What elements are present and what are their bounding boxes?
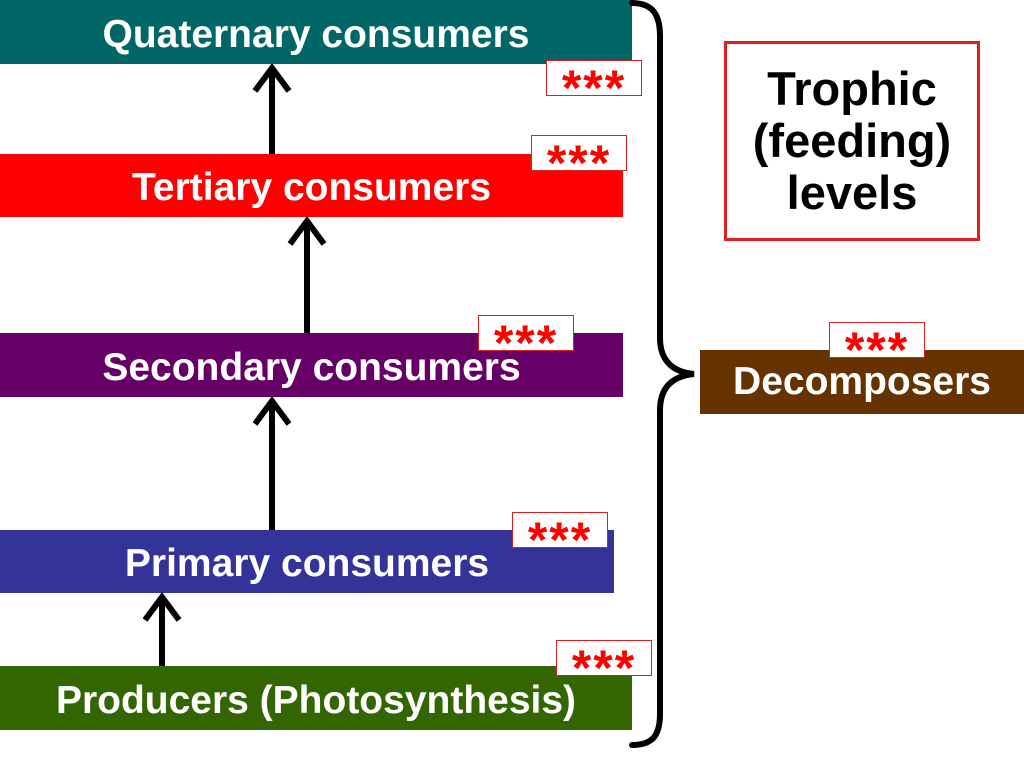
marker-tertiary: *** xyxy=(531,135,627,171)
level-bar-producers: Producers (Photosynthesis) xyxy=(0,666,632,730)
title-line-3: levels xyxy=(786,166,918,219)
arrow-head-producers-to-primary xyxy=(142,591,182,622)
level-bar-quaternary-consumers: Quaternary consumers xyxy=(0,0,632,64)
marker-producers: *** xyxy=(556,640,652,676)
marker-quaternary: *** xyxy=(546,60,642,96)
title-line-1: Trophic xyxy=(767,62,937,115)
level-bar-tertiary-consumers: Tertiary consumers xyxy=(0,154,623,217)
level-label-primary: Primary consumers xyxy=(124,542,490,585)
arrow-head-primary-to-secondary xyxy=(252,395,292,426)
title-line-2: (feeding) xyxy=(752,114,952,167)
decomposers-box: Decomposers xyxy=(700,350,1024,414)
marker-secondary: *** xyxy=(478,315,574,351)
marker-primary: *** xyxy=(512,512,608,548)
arrow-head-tertiary-to-quaternary xyxy=(252,62,292,93)
marker-decomposers: *** xyxy=(829,322,925,358)
level-label-quaternary: Quaternary consumers xyxy=(102,12,530,56)
level-label-secondary: Secondary consumers xyxy=(102,345,521,389)
curly-brace xyxy=(629,0,695,748)
level-bar-primary-consumers: Primary consumers xyxy=(0,530,614,593)
decomposers-label: Decomposers xyxy=(733,360,991,403)
title-box: Trophic (feeding) levels xyxy=(724,41,980,241)
arrow-head-secondary-to-tertiary xyxy=(287,215,327,246)
level-label-tertiary: Tertiary consumers xyxy=(131,166,492,209)
level-label-producers: Producers (Photosynthesis) xyxy=(55,678,577,722)
